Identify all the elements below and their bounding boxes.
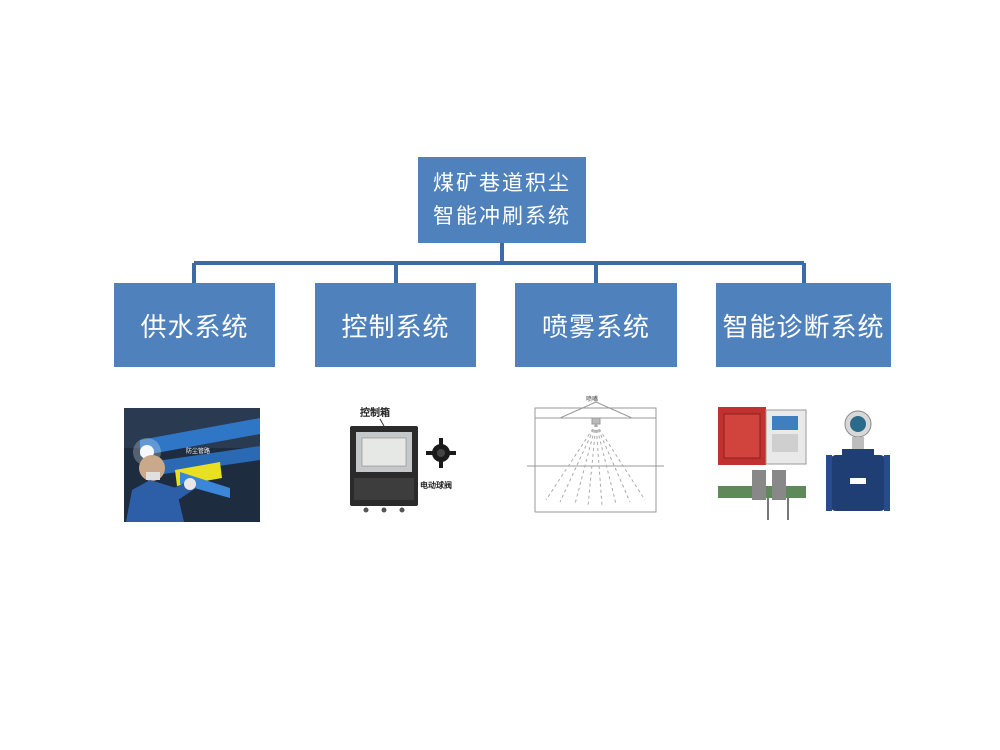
valve-label: 电动球阀 bbox=[420, 480, 452, 490]
control-box-label: 控制箱 bbox=[360, 406, 390, 419]
control-image: 控制箱 电动球阀 bbox=[350, 406, 456, 513]
root-title-line2: 智能冲刷系统 bbox=[433, 204, 571, 228]
node-label: 喷雾系统 bbox=[541, 312, 650, 343]
diagnosis-image bbox=[718, 407, 890, 520]
pipe-tag: 防尘管路 bbox=[186, 447, 210, 455]
root-node: 煤矿巷道积尘 智能冲刷系统 bbox=[418, 157, 586, 243]
root-title-line1: 煤矿巷道积尘 bbox=[433, 171, 571, 195]
water-supply-photo: 防尘管路 bbox=[124, 408, 260, 522]
node-water-supply: 供水系统 bbox=[114, 283, 275, 367]
nozzle-label: 喷嘴 bbox=[586, 395, 598, 403]
node-label: 控制系统 bbox=[341, 312, 450, 343]
node-diagnosis: 智能诊断系统 bbox=[716, 283, 891, 367]
node-label: 供水系统 bbox=[140, 312, 249, 343]
node-control: 控制系统 bbox=[315, 283, 476, 367]
node-label: 智能诊断系统 bbox=[722, 312, 885, 343]
spray-diagram: 喷嘴 bbox=[527, 395, 664, 513]
node-spray: 喷雾系统 bbox=[515, 283, 677, 367]
